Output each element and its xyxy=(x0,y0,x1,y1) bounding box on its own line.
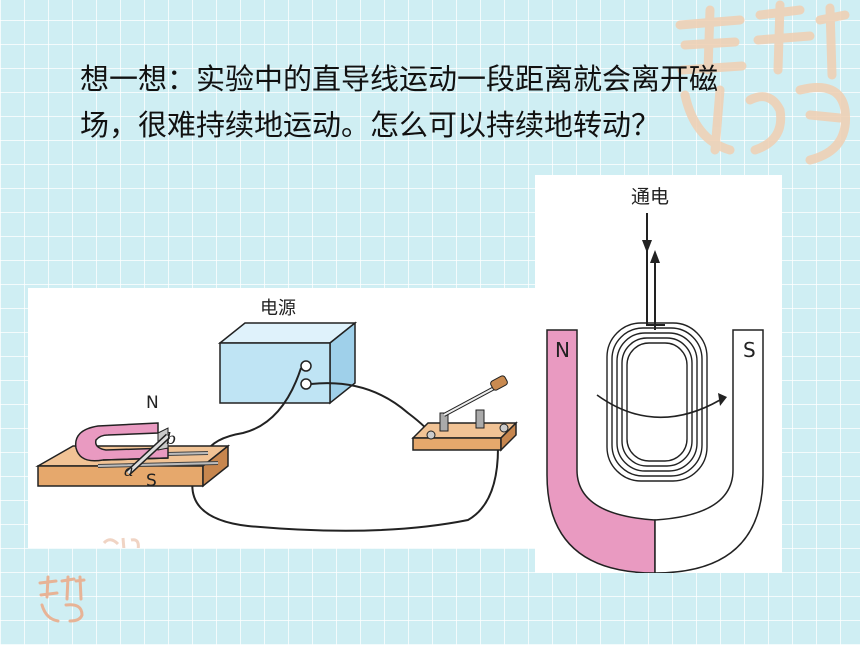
wire-coil xyxy=(606,322,708,482)
magnet-north-label: N xyxy=(146,393,159,413)
rod-a-label: a xyxy=(124,461,134,480)
rail-experiment-diagram: 电源 N S a b xyxy=(28,288,538,548)
small-seal-stamp xyxy=(38,575,86,623)
decorative-seal-stamp xyxy=(675,0,851,165)
knife-switch xyxy=(411,375,518,452)
question-text: 想一想：实验中的直导线运动一段距离就会离开磁场，很难持续地运动。怎么可以持续地转… xyxy=(80,62,719,142)
rod-b-label: b xyxy=(166,429,176,448)
magnet-south-label: S xyxy=(146,471,157,491)
power-label: 电源 xyxy=(260,298,296,319)
current-label: 通电 xyxy=(631,186,669,208)
power-supply-box xyxy=(217,321,358,405)
horseshoe-magnet xyxy=(74,422,169,462)
magnet-south-label-right: S xyxy=(743,338,756,362)
magnet-north-label-right: N xyxy=(555,338,570,362)
rotating-coil-diagram: 通电 N S xyxy=(535,175,782,573)
u-shaped-magnet xyxy=(546,329,764,573)
